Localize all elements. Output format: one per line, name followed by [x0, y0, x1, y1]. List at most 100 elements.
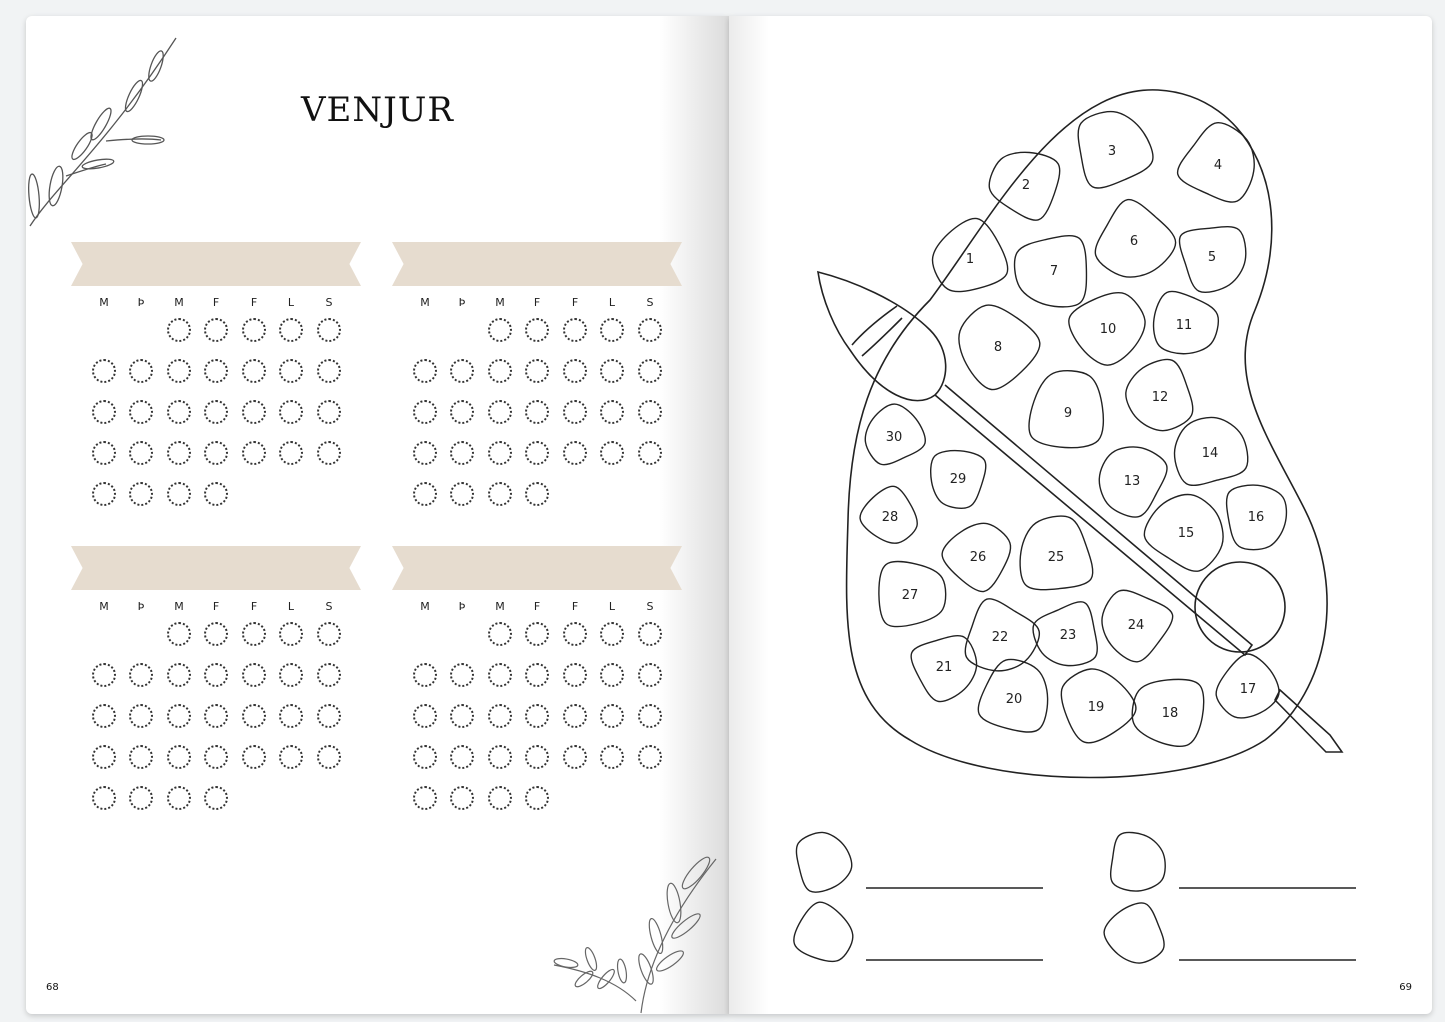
- day-circle[interactable]: [242, 663, 266, 687]
- paint-blob[interactable]: [1178, 226, 1247, 294]
- day-circle[interactable]: [92, 482, 116, 506]
- day-circle[interactable]: [242, 622, 266, 646]
- day-circle[interactable]: [279, 400, 303, 424]
- day-circle[interactable]: [600, 622, 624, 646]
- day-circle[interactable]: [413, 663, 437, 687]
- day-circle[interactable]: [204, 359, 228, 383]
- day-circle[interactable]: [204, 441, 228, 465]
- day-circle[interactable]: [525, 622, 549, 646]
- day-circle[interactable]: [600, 318, 624, 342]
- day-circle[interactable]: [488, 663, 512, 687]
- day-circle[interactable]: [600, 400, 624, 424]
- day-circle[interactable]: [563, 704, 587, 728]
- paint-blob[interactable]: [1019, 515, 1094, 591]
- paint-blob[interactable]: [1032, 601, 1098, 667]
- day-circle[interactable]: [600, 704, 624, 728]
- day-circle[interactable]: [204, 482, 228, 506]
- day-circle[interactable]: [167, 745, 191, 769]
- paint-blob[interactable]: [878, 560, 947, 628]
- paint-blob[interactable]: [1173, 416, 1249, 487]
- day-circle[interactable]: [92, 663, 116, 687]
- day-circle[interactable]: [450, 359, 474, 383]
- paint-blob[interactable]: [1094, 198, 1177, 278]
- day-circle[interactable]: [279, 622, 303, 646]
- day-circle[interactable]: [167, 786, 191, 810]
- day-circle[interactable]: [204, 786, 228, 810]
- day-circle[interactable]: [638, 400, 662, 424]
- day-circle[interactable]: [317, 359, 341, 383]
- legend-swatch[interactable]: [795, 831, 853, 893]
- day-circle[interactable]: [129, 745, 153, 769]
- day-circle[interactable]: [488, 745, 512, 769]
- day-circle[interactable]: [450, 482, 474, 506]
- paint-blob[interactable]: [1131, 678, 1205, 748]
- day-circle[interactable]: [450, 704, 474, 728]
- day-circle[interactable]: [600, 745, 624, 769]
- day-circle[interactable]: [317, 704, 341, 728]
- paint-blob[interactable]: [1125, 358, 1194, 432]
- day-circle[interactable]: [488, 359, 512, 383]
- paint-blob[interactable]: [1215, 653, 1280, 719]
- day-circle[interactable]: [563, 622, 587, 646]
- paint-blob[interactable]: [964, 598, 1040, 672]
- day-circle[interactable]: [204, 318, 228, 342]
- day-circle[interactable]: [167, 622, 191, 646]
- day-circle[interactable]: [450, 745, 474, 769]
- day-circle[interactable]: [92, 441, 116, 465]
- day-circle[interactable]: [488, 622, 512, 646]
- paint-blob[interactable]: [1225, 484, 1288, 551]
- day-circle[interactable]: [525, 482, 549, 506]
- day-circle[interactable]: [525, 441, 549, 465]
- day-circle[interactable]: [92, 704, 116, 728]
- paint-blob[interactable]: [864, 403, 926, 466]
- legend-swatch[interactable]: [1103, 902, 1165, 964]
- day-circle[interactable]: [167, 359, 191, 383]
- day-circle[interactable]: [638, 663, 662, 687]
- paint-blob[interactable]: [977, 658, 1049, 733]
- day-circle[interactable]: [563, 745, 587, 769]
- day-circle[interactable]: [563, 318, 587, 342]
- day-circle[interactable]: [450, 441, 474, 465]
- day-circle[interactable]: [242, 745, 266, 769]
- day-circle[interactable]: [563, 359, 587, 383]
- day-circle[interactable]: [488, 786, 512, 810]
- day-circle[interactable]: [92, 745, 116, 769]
- day-circle[interactable]: [638, 359, 662, 383]
- paint-blob[interactable]: [941, 522, 1012, 593]
- day-circle[interactable]: [167, 663, 191, 687]
- day-circle[interactable]: [413, 400, 437, 424]
- day-circle[interactable]: [488, 704, 512, 728]
- day-circle[interactable]: [167, 704, 191, 728]
- paint-blob[interactable]: [1143, 493, 1224, 572]
- paint-blob[interactable]: [958, 304, 1041, 391]
- paint-blob[interactable]: [1098, 446, 1168, 518]
- day-circle[interactable]: [488, 400, 512, 424]
- day-circle[interactable]: [279, 441, 303, 465]
- day-circle[interactable]: [92, 400, 116, 424]
- day-circle[interactable]: [413, 745, 437, 769]
- day-circle[interactable]: [413, 359, 437, 383]
- paint-blob[interactable]: [1101, 589, 1174, 663]
- day-circle[interactable]: [563, 441, 587, 465]
- day-circle[interactable]: [167, 441, 191, 465]
- paint-blob[interactable]: [988, 151, 1061, 221]
- day-circle[interactable]: [638, 441, 662, 465]
- day-circle[interactable]: [279, 318, 303, 342]
- day-circle[interactable]: [638, 704, 662, 728]
- day-circle[interactable]: [525, 400, 549, 424]
- day-circle[interactable]: [413, 441, 437, 465]
- day-circle[interactable]: [204, 622, 228, 646]
- day-circle[interactable]: [638, 622, 662, 646]
- day-circle[interactable]: [317, 745, 341, 769]
- day-circle[interactable]: [242, 704, 266, 728]
- day-circle[interactable]: [204, 400, 228, 424]
- day-circle[interactable]: [450, 786, 474, 810]
- day-circle[interactable]: [525, 786, 549, 810]
- day-circle[interactable]: [242, 318, 266, 342]
- day-circle[interactable]: [525, 704, 549, 728]
- day-circle[interactable]: [488, 441, 512, 465]
- day-circle[interactable]: [242, 359, 266, 383]
- day-circle[interactable]: [563, 400, 587, 424]
- day-circle[interactable]: [525, 318, 549, 342]
- day-circle[interactable]: [129, 441, 153, 465]
